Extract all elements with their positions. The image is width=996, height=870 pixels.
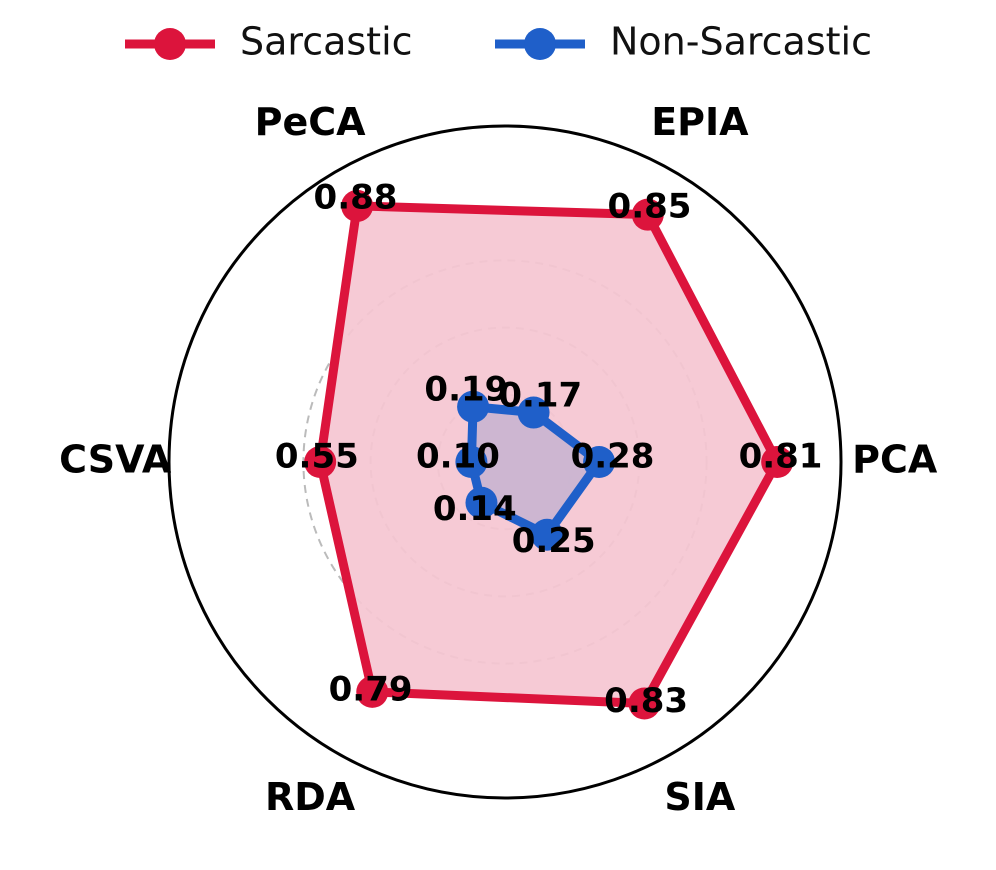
series-0-point-4	[356, 675, 389, 708]
legend-label-0: Sarcastic	[240, 20, 413, 64]
axis-label-layer: PCA EPIA PeCA CSVA RDA SIA	[59, 100, 938, 819]
value-label-1-0: 0.28	[571, 437, 655, 477]
value-label-0-3: 0.55	[275, 437, 359, 477]
series-1-point-5	[531, 518, 563, 551]
series-0-point-1	[631, 198, 664, 231]
axis-label-rda: RDA	[265, 775, 356, 819]
value-label-1-3: 0.10	[416, 437, 500, 477]
value-label-0-0: 0.81	[739, 437, 823, 477]
axis-label-csva: CSVA	[59, 438, 172, 482]
series-1-point-2	[457, 390, 490, 423]
legend-marker-1	[524, 28, 556, 60]
value-label-0-2: 0.88	[314, 178, 398, 218]
series-1-point-3	[455, 446, 488, 478]
legend-marker-0	[154, 28, 186, 60]
series-1-point-0	[583, 446, 616, 478]
value-label-0-4: 0.79	[329, 669, 413, 709]
value-label-1-5: 0.25	[512, 521, 596, 561]
axis-label-sia: SIA	[664, 775, 736, 819]
axis-label-peca: PeCA	[255, 100, 367, 144]
series-0-point-0	[761, 446, 794, 478]
series-1-point-1	[517, 396, 550, 429]
legend: Sarcastic Non-Sarcastic	[125, 20, 872, 64]
series-0-point-5	[628, 687, 661, 720]
value-label-1-4: 0.14	[433, 489, 517, 529]
value-label-0-1: 0.85	[608, 186, 692, 226]
value-label-1-1: 0.17	[498, 375, 582, 415]
series-0-point-2	[341, 189, 374, 222]
value-label-layer: 0.81 0.85 0.88 0.55 0.79 0.83 0.28 0.170.19 0.10…	[275, 178, 823, 721]
legend-label-1: Non-Sarcastic	[610, 20, 872, 64]
outer-ring	[167, 124, 843, 800]
axis-label-epia: EPIA	[651, 100, 749, 144]
value-label-1-2: 0.19	[424, 370, 508, 410]
series-layer	[304, 189, 794, 720]
series-0-point-3	[304, 446, 337, 478]
axis-label-pca: PCA	[852, 438, 938, 482]
series-1-point-4	[465, 486, 498, 519]
value-label-0-5: 0.83	[604, 681, 688, 721]
